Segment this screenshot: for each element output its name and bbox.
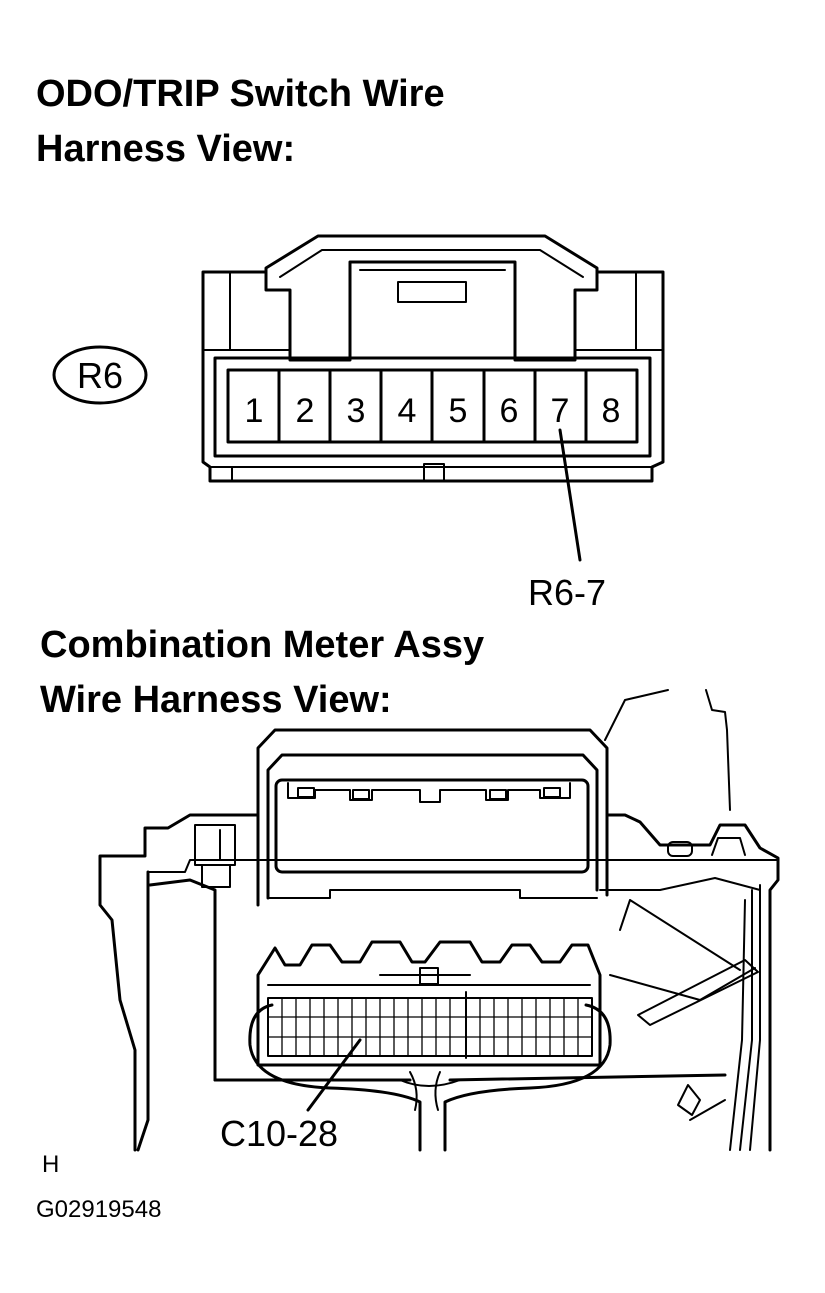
figure-id: G02919548 [36,1196,161,1223]
r6-pin-6: 6 [500,392,519,430]
r6-pin-4: 4 [398,392,417,430]
r6-pin-3: 3 [347,392,366,430]
r6-7-leader-line [558,428,582,562]
r6-pin-2: 2 [296,392,315,430]
r6-pin-1: 1 [245,392,264,430]
c10-28-leader-line [306,1038,362,1112]
combination-heading-line1: Combination Meter Assy [40,624,484,666]
c10-28-callout: C10-28 [220,1113,338,1154]
r6-connector [201,234,665,483]
combination-heading-line2: Wire Harness View: [40,679,392,721]
view-letter: H [42,1151,59,1178]
r6-pin-7: 7 [551,392,570,430]
odo-trip-heading-line1: ODO/TRIP Switch Wire [36,73,445,115]
r6-pin-8: 8 [602,392,621,430]
r6-pin-5: 5 [449,392,468,430]
c10-terminal-grid [268,991,592,1059]
r6-7-callout: R6-7 [528,572,606,613]
odo-trip-heading-line2: Harness View: [36,128,295,170]
combination-meter-housing [98,689,780,1152]
r6-code-oval [52,345,148,405]
r6-code-label: R6 [77,355,123,396]
